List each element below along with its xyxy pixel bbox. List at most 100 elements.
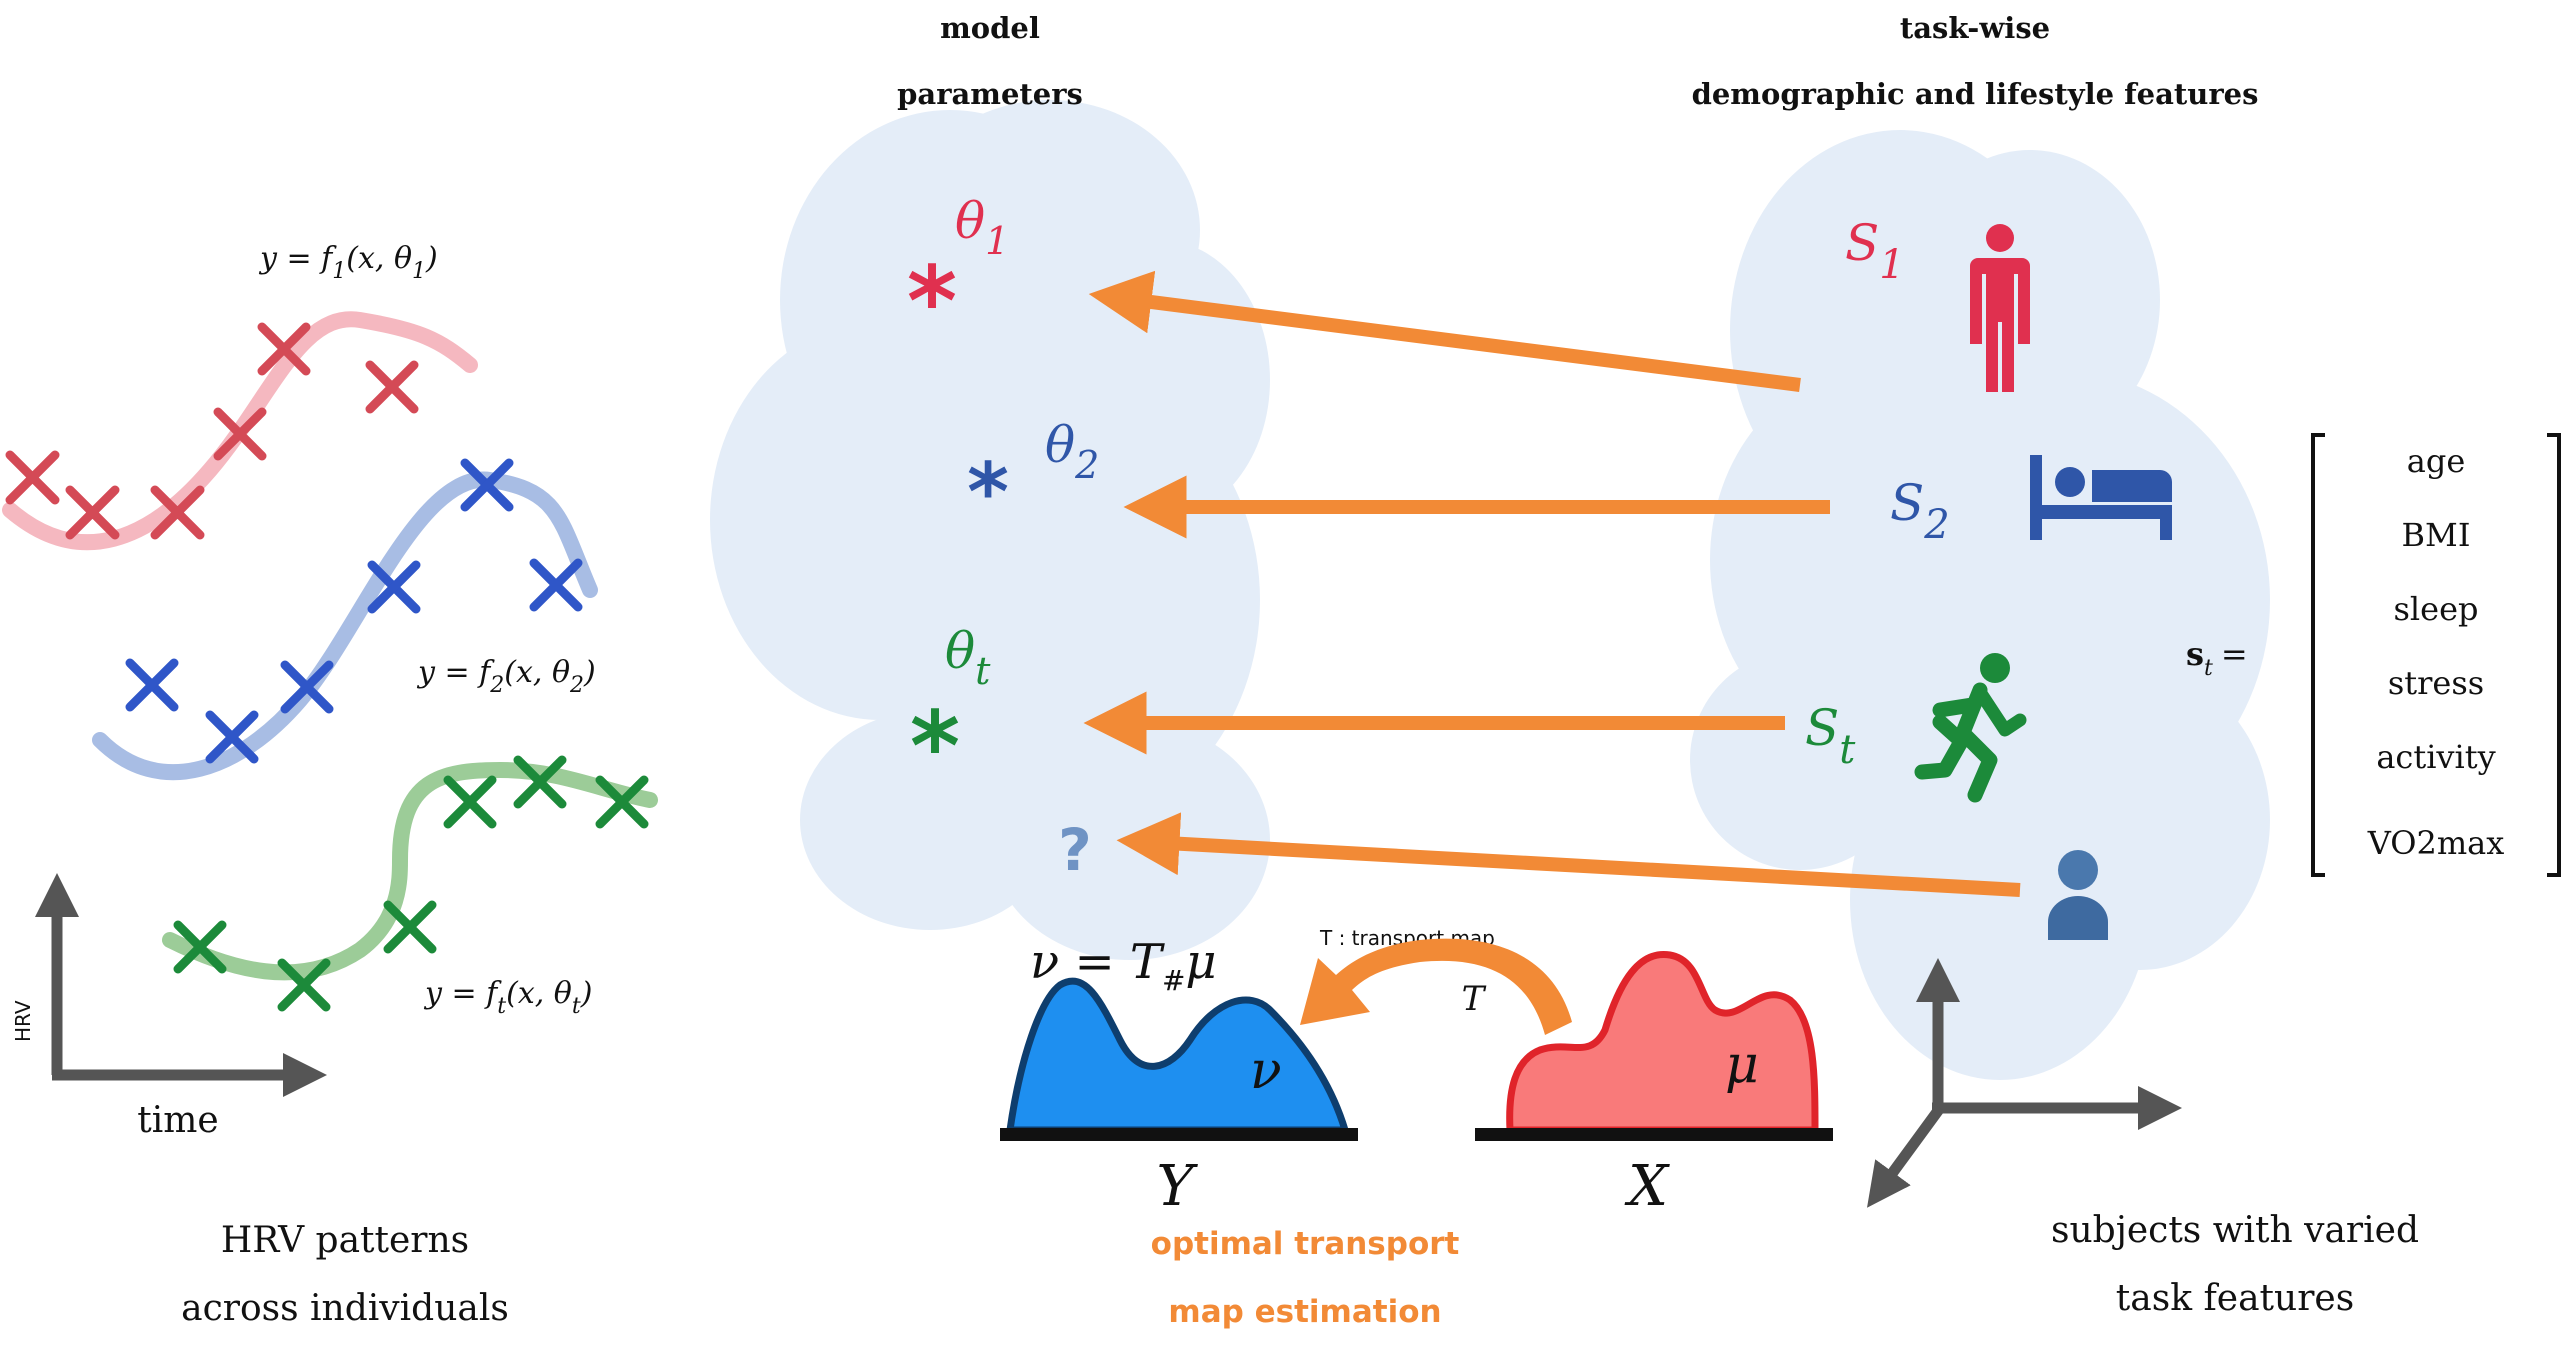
theta-t-label: θt <box>945 622 991 693</box>
equation-task-1: y = f1(x, θ1) <box>258 241 438 284</box>
right-caption-line1: subjects with varied <box>2051 1210 2419 1251</box>
eq2-arg-sub: 2 <box>569 673 584 698</box>
cross-marker <box>595 775 649 829</box>
cross-marker <box>150 485 205 540</box>
theta-1-label: θ1 <box>955 192 1009 263</box>
subject-t-symbol: S <box>1805 699 1839 757</box>
right-caption-line2: task features <box>2116 1278 2354 1319</box>
subject-1-symbol: S <box>1845 214 1879 272</box>
pushforward-sub: # <box>1162 964 1185 997</box>
baseline-y <box>1000 1128 1358 1141</box>
eq1-close: ) <box>425 241 438 276</box>
equation-task-t: y = ft(x, θt) <box>423 976 592 1019</box>
cross-marker <box>5 450 60 505</box>
theta-1-symbol: θ <box>955 192 985 250</box>
cross-marker <box>365 360 419 414</box>
hrv-points-green <box>173 755 649 1012</box>
cross-marker <box>383 900 437 954</box>
subject-1-label: S1 <box>1845 214 1905 288</box>
eq2-close: ) <box>583 655 596 690</box>
transport-arrow-label: T <box>1462 979 1487 1019</box>
subject-t-label: St <box>1805 699 1856 773</box>
feature-vector-lhs: st = <box>2186 635 2248 681</box>
feature-list: age BMI sleep stress activity VO2max <box>2367 442 2505 862</box>
subject-2-sub: 2 <box>1923 502 1949 548</box>
theta-2-asterisk: * <box>967 446 1009 539</box>
nu-label: ν <box>1250 1041 1282 1101</box>
curve-green <box>162 761 658 981</box>
feature-vector-lhs-symbol: s <box>2186 635 2204 673</box>
distribution-nu <box>1005 977 1350 1134</box>
cross-marker <box>173 920 227 974</box>
eqt-lhs: y = f <box>423 976 502 1011</box>
baseline-x <box>1475 1128 1833 1141</box>
eq1-lhs: y = f <box>258 241 337 276</box>
eqt-args: (x, θ <box>506 976 572 1011</box>
header-task-features-line2: demographic and lifestyle features <box>1692 77 2259 111</box>
pushforward-equation: ν = T#μ <box>1030 934 1217 997</box>
running-person-icon <box>1914 653 2027 803</box>
feature-space-axes <box>1867 958 2182 1208</box>
ot-caption-line1: optimal transport <box>1151 1226 1460 1262</box>
subject-1-sub: 1 <box>1879 242 1904 288</box>
pushforward-rhs: μ <box>1185 934 1216 990</box>
cross-marker <box>367 560 421 614</box>
cross-marker <box>65 485 120 540</box>
cross-marker <box>280 660 334 714</box>
transport-arrow <box>1300 938 1572 1035</box>
feature-vector-brackets <box>2311 433 2561 877</box>
feature-activity: activity <box>2376 738 2495 776</box>
header-model-parameters: model parameters <box>897 11 1083 111</box>
cross-marker <box>205 710 259 764</box>
left-caption-line1: HRV patterns <box>221 1220 469 1261</box>
subject-2-symbol: S <box>1890 474 1924 532</box>
axis-y-label: HRV <box>11 1000 35 1042</box>
feature-stress: stress <box>2388 664 2484 702</box>
theta-t-asterisk: * <box>910 691 960 803</box>
cross-marker <box>277 958 331 1012</box>
eqt-sub: t <box>497 994 506 1019</box>
bracket-left <box>2311 433 2325 877</box>
eq1-sub: 1 <box>332 259 346 284</box>
theta-2-sub: 2 <box>1074 443 1099 487</box>
left-caption-line2: across individuals <box>181 1288 509 1329</box>
eqt-close: ) <box>580 976 593 1011</box>
hrv-points-red <box>5 322 419 540</box>
ot-caption-line2: map estimation <box>1168 1294 1441 1330</box>
person-standing-icon <box>1970 224 2030 392</box>
subject-t-sub: t <box>1839 727 1856 773</box>
feature-sleep: sleep <box>2393 590 2478 628</box>
parameter-cloud <box>710 100 1270 960</box>
distribution-mu <box>1506 950 1819 1134</box>
header-model-parameters-line2: parameters <box>897 77 1083 111</box>
theta-2-label: θ2 <box>1045 416 1099 487</box>
theta-t-sub: t <box>975 649 991 693</box>
y-space-label: Y <box>1157 1154 1199 1219</box>
hrv-axes <box>35 873 327 1097</box>
curve-blue <box>92 471 598 781</box>
cross-marker <box>443 775 497 829</box>
cross-marker <box>460 458 514 512</box>
theta-t-symbol: θ <box>945 622 975 680</box>
header-task-features-line1: task-wise <box>1900 11 2050 45</box>
cross-marker <box>213 407 267 461</box>
user-icon <box>2048 850 2108 940</box>
arrow-s1-to-theta1 <box>1088 270 1801 392</box>
hrv-curves <box>2 311 658 981</box>
bed-icon <box>2030 455 2172 540</box>
equation-task-2: y = f2(x, θ2) <box>416 655 596 698</box>
arrow-new-subject-to-unknown <box>1116 812 2021 897</box>
theta-2-symbol: θ <box>1045 416 1075 474</box>
cross-marker <box>257 322 311 376</box>
header-task-features: task-wise demographic and lifestyle feat… <box>1692 11 2259 111</box>
feature-vector-lhs-sub: t <box>2204 656 2213 681</box>
subject-2-label: S2 <box>1890 474 1950 548</box>
unknown-parameter-mark: ? <box>1058 816 1092 884</box>
theta-1-sub: 1 <box>985 219 1009 263</box>
eq1-arg-sub: 1 <box>412 259 426 284</box>
feature-vector-equals: = <box>2221 635 2248 673</box>
feature-bmi: BMI <box>2402 516 2471 554</box>
x-space-label: X <box>1624 1154 1670 1219</box>
axis-x-label: time <box>137 1100 218 1141</box>
